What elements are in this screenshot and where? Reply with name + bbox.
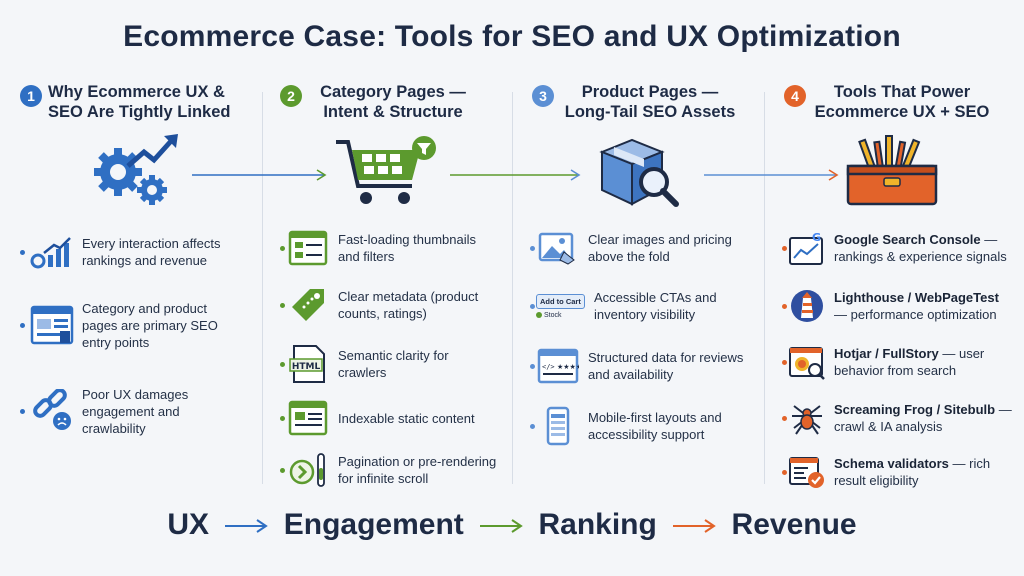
item-text: Poor UX damages engagement and crawlabil…	[82, 386, 189, 436]
list-item: Schema validators — rich result eligibil…	[772, 450, 1012, 494]
item-text: Structured data for reviews and availabi…	[588, 350, 744, 382]
flow-footer: UX Engagement Ranking Revenue	[0, 508, 1024, 542]
column-heading: Category Pages — Intent & Structure	[320, 83, 466, 121]
google-chart-icon: G	[788, 230, 826, 266]
column-divider	[512, 92, 513, 484]
step-number: 3	[532, 85, 554, 107]
item-text: Accessible CTAs and inventory visibility	[594, 290, 717, 322]
svg-text:</>: </>	[542, 363, 555, 371]
flow-step: Ranking	[538, 508, 657, 541]
page-title: Ecommerce Case: Tools for SEO and UX Opt…	[123, 20, 901, 53]
step-number: 2	[280, 85, 302, 107]
arrow-right-icon	[673, 519, 716, 533]
arrow-right-icon	[480, 519, 523, 533]
html-file-icon: HTML	[286, 345, 330, 383]
list-item: Screaming Frog / Sitebulb — crawl & IA a…	[772, 396, 1012, 440]
item-text: Category and product pages are primary S…	[82, 300, 218, 350]
tool-name: Screaming Frog / Sitebulb	[834, 402, 996, 417]
tool-desc: — rich result eligibility	[834, 456, 991, 488]
column-heading: Product Pages — Long-Tail SEO Assets	[564, 83, 736, 121]
item-text: Mobile-first layouts and accessibility s…	[588, 410, 722, 442]
broken-link-icon	[30, 389, 74, 430]
item-text: Google Search Console — rankings & exper…	[834, 231, 1012, 265]
item-text: Schema validators — rich result eligibil…	[834, 455, 1004, 489]
svg-text:★★★★: ★★★★	[557, 363, 579, 371]
list-item: Mobile-first layouts and accessibility s…	[520, 404, 760, 448]
list-item: G Google Search Console — rankings & exp…	[772, 226, 1012, 270]
gears-growth-icon	[12, 132, 252, 210]
tool-name: Schema validators	[834, 456, 949, 471]
lighthouse-icon	[788, 288, 826, 324]
thumbnail-list-icon	[286, 230, 330, 266]
list-item: Clear metadata (product counts, ratings)	[270, 280, 510, 330]
add-to-cart-label[interactable]: Add to Cart	[536, 293, 585, 309]
list-item: Category and product pages are primary S…	[12, 294, 252, 356]
mobile-icon	[536, 406, 580, 446]
item-text: Clear images and pricing above the fold	[588, 232, 732, 264]
list-item: Lighthouse / WebPageTest — performance o…	[772, 284, 1012, 328]
item-text: Pagination or pre-rendering for infinite…	[338, 454, 497, 486]
item-text: Hotjar / FullStory — user behavior from …	[834, 345, 1004, 379]
tool-name: Hotjar / FullStory	[834, 346, 939, 361]
column-product-pages: 3 Product Pages — Long-Tail SEO Assets C…	[520, 82, 760, 492]
arrow-right-icon	[225, 519, 269, 533]
tool-desc: — user behavior from search	[834, 346, 985, 378]
flow-step: Revenue	[731, 508, 857, 541]
arrow-right-icon	[450, 169, 581, 181]
code-stars-icon: </>★★★★	[536, 348, 580, 384]
list-item: Fast-loading thumbnails and filters	[270, 228, 510, 268]
svg-text:HTML: HTML	[292, 362, 321, 372]
schema-check-icon	[788, 454, 826, 490]
toolbox-icon	[772, 132, 1012, 210]
item-text: Indexable static content	[338, 410, 475, 426]
list-item: </>★★★★ Structured data for reviews and …	[520, 344, 760, 388]
chart-up-icon	[30, 234, 74, 270]
box-magnifier-icon	[520, 132, 760, 210]
item-text: Semantic clarity for crawlers	[338, 348, 449, 380]
tool-name: Lighthouse / WebPageTest	[834, 290, 999, 305]
stock-label: Stock	[544, 311, 562, 319]
browser-page-icon	[30, 305, 74, 345]
list-item: Every interaction affects rankings and r…	[12, 232, 252, 272]
item-text: Every interaction affects rankings and r…	[82, 236, 221, 268]
arrow-right-icon	[704, 169, 839, 181]
column-heading: Tools That Power Ecommerce UX + SEO	[814, 83, 990, 121]
spider-icon	[788, 400, 826, 436]
heatmap-icon	[788, 344, 826, 380]
tool-name: Google Search Console	[834, 232, 981, 247]
item-text: Clear metadata (product counts, ratings)	[338, 289, 479, 321]
tool-desc: — rankings & experience signals	[834, 232, 1007, 264]
column-heading: Why Ecommerce UX & SEO Are Tightly Linke…	[48, 83, 231, 121]
list-item: Indexable static content	[270, 398, 510, 438]
list-item: HTML Semantic clarity for crawlers	[270, 342, 510, 386]
step-number: 1	[20, 85, 42, 107]
shopping-cart-filter-icon	[270, 132, 510, 210]
list-item: Clear images and pricing above the fold	[520, 228, 760, 268]
list-item: Hotjar / FullStory — user behavior from …	[772, 340, 1012, 384]
image-icon	[536, 230, 580, 266]
list-item: Poor UX damages engagement and crawlabil…	[12, 380, 252, 442]
arrow-right-icon	[192, 169, 327, 181]
item-text: Fast-loading thumbnails and filters	[338, 232, 477, 264]
list-item: Add to Cart Stock Accessible CTAs and in…	[520, 284, 760, 328]
stock-dot	[536, 312, 542, 318]
svg-text:G: G	[812, 231, 821, 244]
flow-step: UX	[167, 508, 210, 541]
column-divider	[764, 92, 765, 484]
pagination-icon	[286, 452, 330, 488]
column-tools: 4 Tools That Power Ecommerce UX + SEO G …	[772, 82, 1012, 492]
add-to-cart-icon[interactable]: Add to Cart Stock	[536, 288, 585, 324]
column-category-pages: 2 Category Pages — Intent & Structure Fa…	[270, 82, 510, 492]
flow-step: Engagement	[283, 508, 464, 541]
item-text: Screaming Frog / Sitebulb — crawl & IA a…	[834, 401, 1012, 435]
item-text: Lighthouse / WebPageTest — performance o…	[834, 289, 1012, 323]
column-why-linked: 1 Why Ecommerce UX & SEO Are Tightly Lin…	[12, 82, 252, 492]
static-page-icon	[286, 400, 330, 436]
column-divider	[262, 92, 263, 484]
step-number: 4	[784, 85, 806, 107]
tool-desc: — crawl & IA analysis	[834, 402, 1012, 434]
list-item: Pagination or pre-rendering for infinite…	[270, 448, 510, 492]
tool-desc: — performance optimization	[834, 307, 997, 322]
tag-icon	[286, 287, 330, 323]
